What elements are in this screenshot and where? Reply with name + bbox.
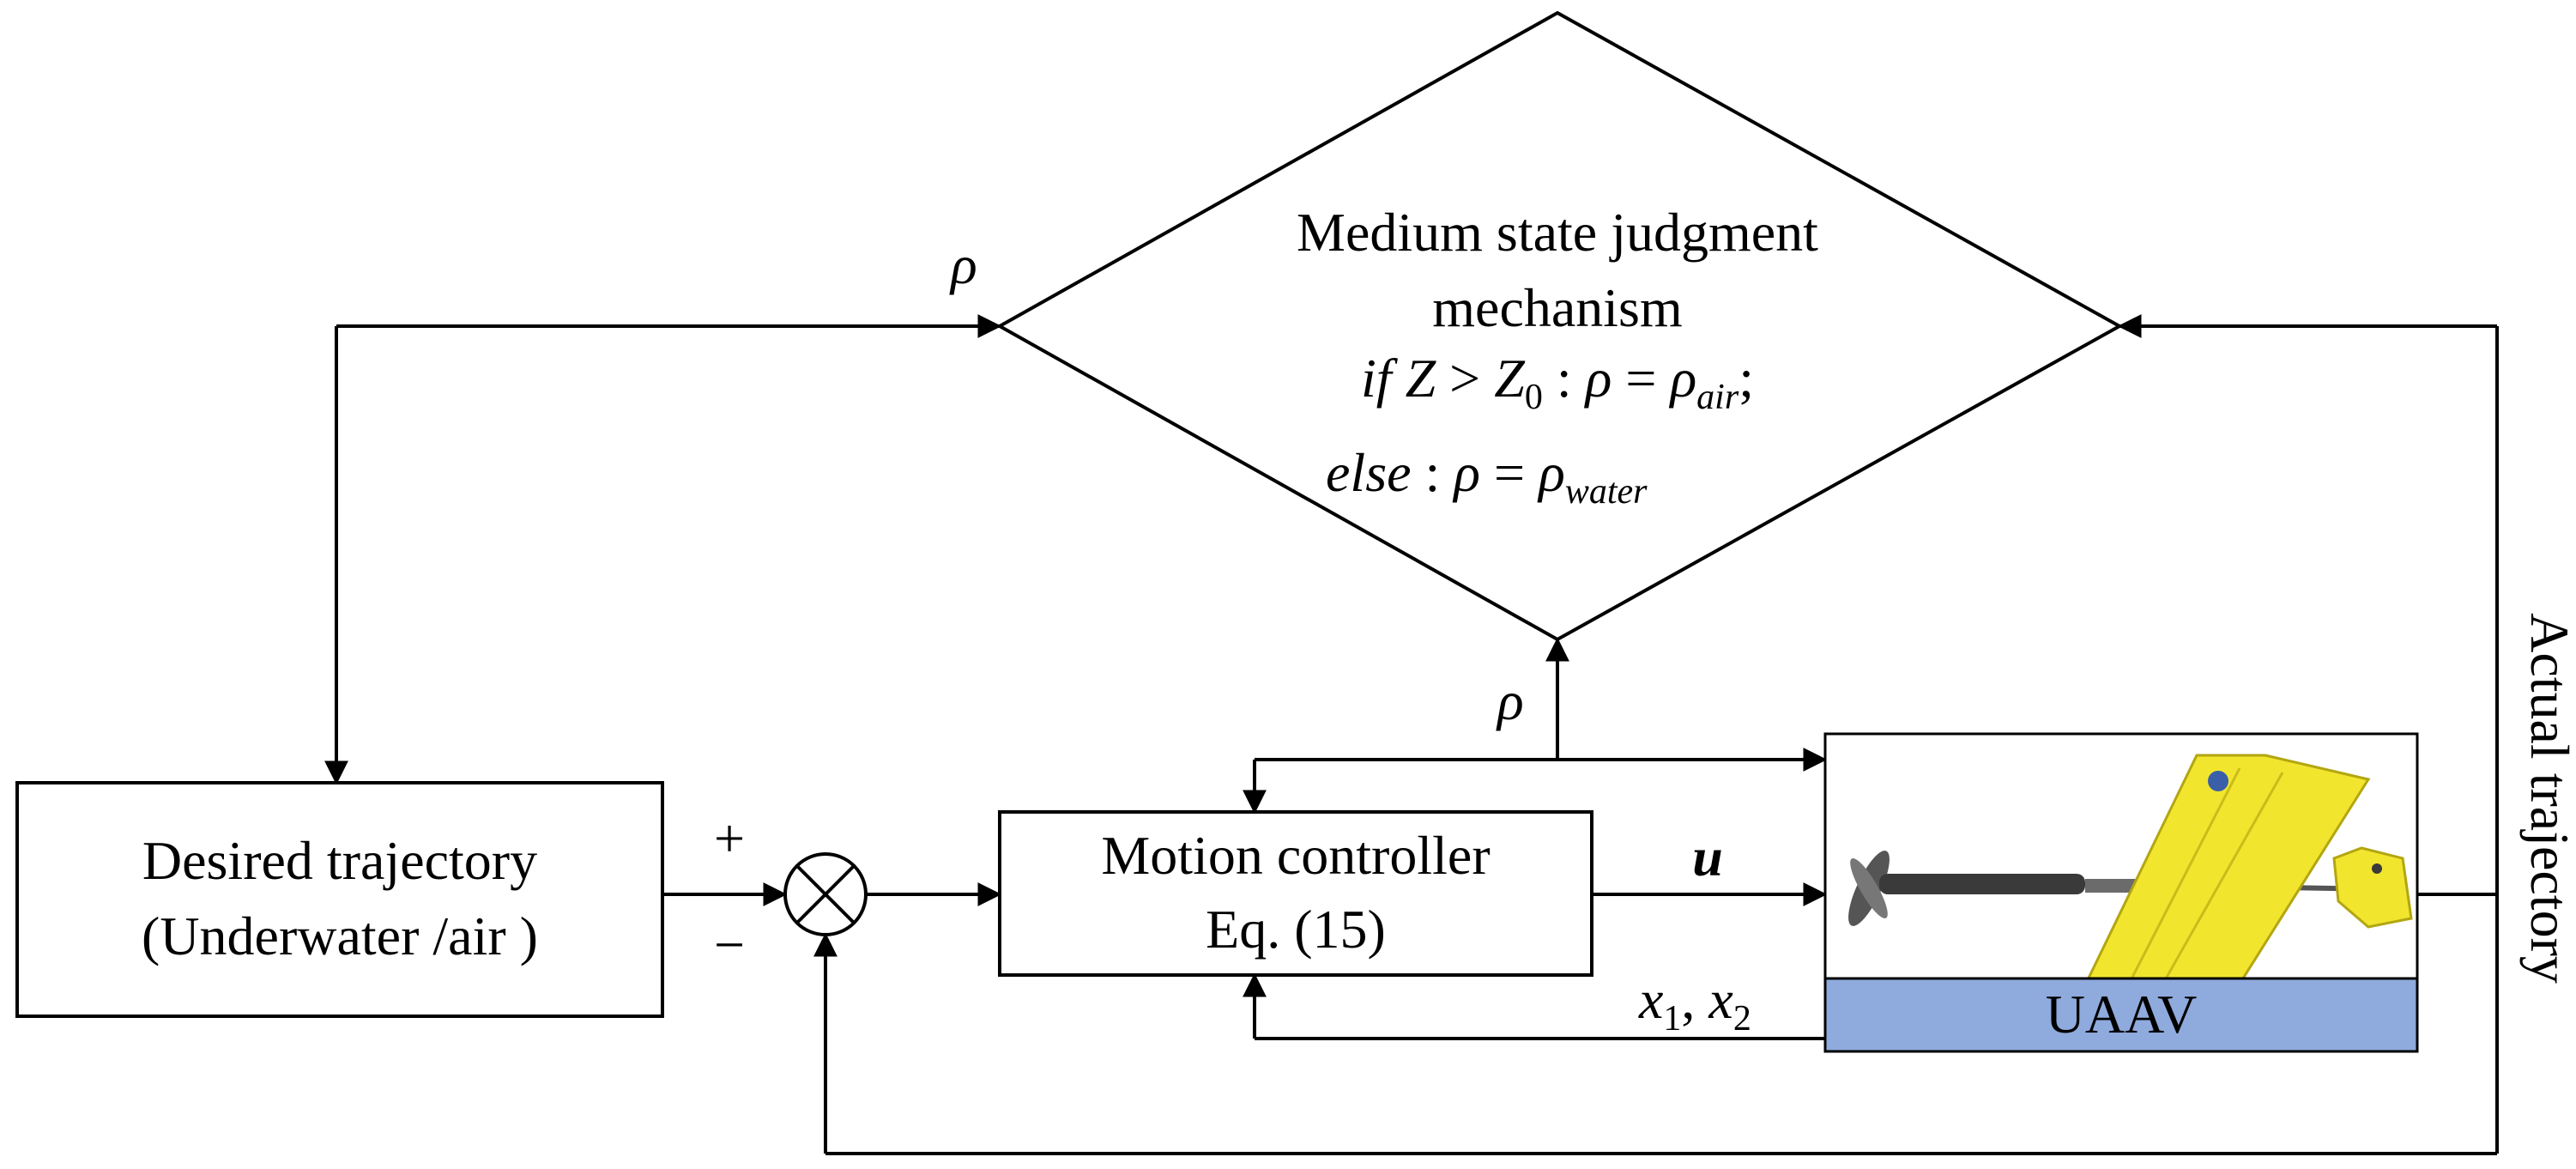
minus-sign: − [714,914,745,975]
motion-controller-line1: Motion controller [1101,825,1490,886]
rho-middle-label: ρ [1496,670,1524,731]
uaav-label: UAAV [2046,984,2198,1045]
desired-trajectory-box [15,781,664,1018]
summing-junction [783,852,868,936]
vehicle-image [1848,754,2413,1013]
plus-sign: + [714,808,745,869]
actual-trajectory-label: Actual trajectory [2519,613,2576,984]
desired-trajectory-line1: Desired trajectory [142,830,537,891]
desired-trajectory-line2: (Underwater /air ) [142,906,538,966]
uaav-label-bar [1823,977,2419,1053]
u-label: u [1692,827,1723,887]
rho-left-label: ρ [949,234,977,295]
motion-controller-line2: Eq. (15) [1206,899,1386,960]
judgment-title-line2: mechanism [1432,277,1682,338]
judgment-condition-if: if Z > Z0 : ρ = ρair; [1361,348,1754,417]
judgment-title-line1: Medium state judgment [1297,202,1818,263]
judgment-condition-else: else : ρ = ρwater [1326,442,1648,512]
states-label: x1, x2 [1638,969,1751,1039]
